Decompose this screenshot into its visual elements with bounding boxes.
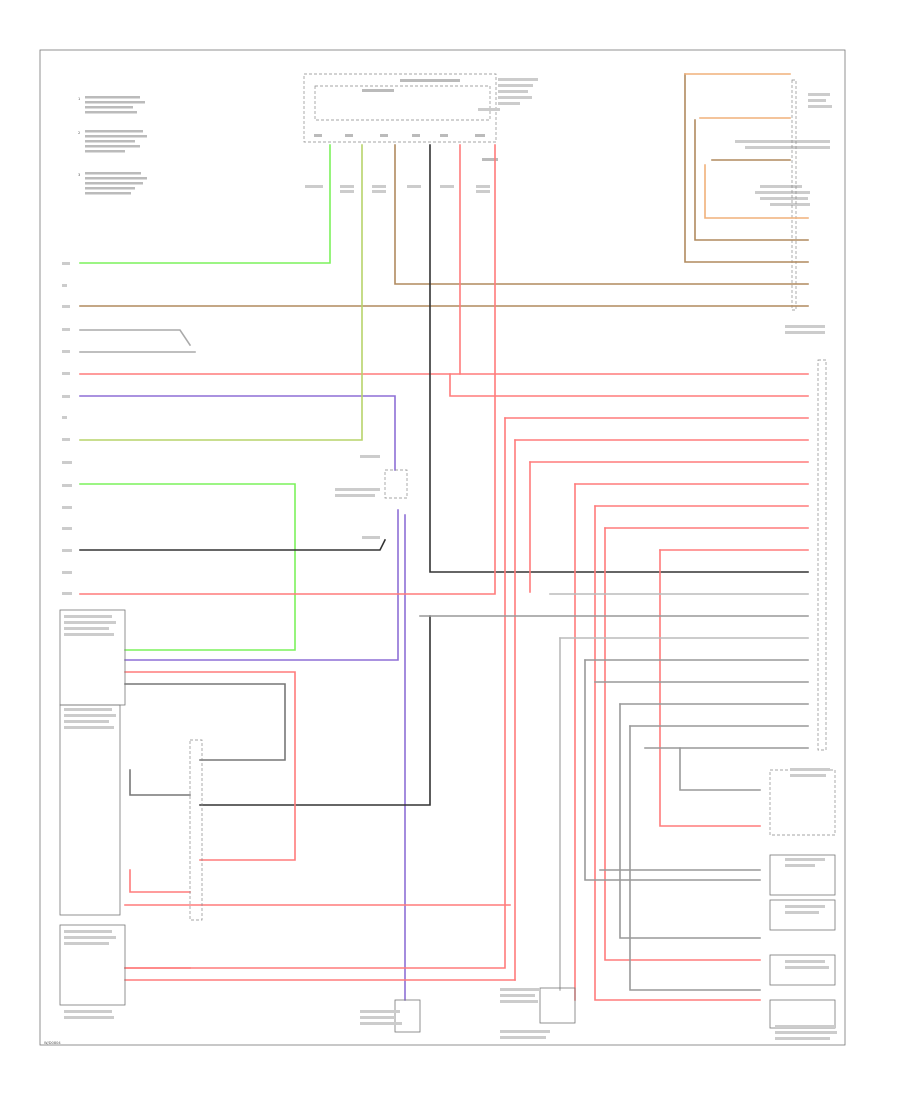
svg-text:2: 2 bbox=[78, 131, 80, 135]
wires bbox=[79, 73, 809, 1001]
svg-text:1: 1 bbox=[78, 97, 80, 101]
page-border bbox=[39, 49, 846, 1046]
center-connector bbox=[335, 455, 408, 539]
diagram-id: W/D0804 bbox=[44, 1041, 61, 1045]
svg-text:3: 3 bbox=[78, 173, 80, 177]
left-pin-labels bbox=[62, 262, 72, 595]
left-module bbox=[59, 609, 203, 1019]
wire-color-labels bbox=[305, 185, 490, 193]
top-right-components bbox=[735, 79, 832, 751]
bottom-components bbox=[360, 987, 576, 1039]
legend-notes: 1 2 3 bbox=[78, 96, 147, 195]
junction-block bbox=[303, 73, 538, 161]
right-components bbox=[769, 768, 837, 1040]
